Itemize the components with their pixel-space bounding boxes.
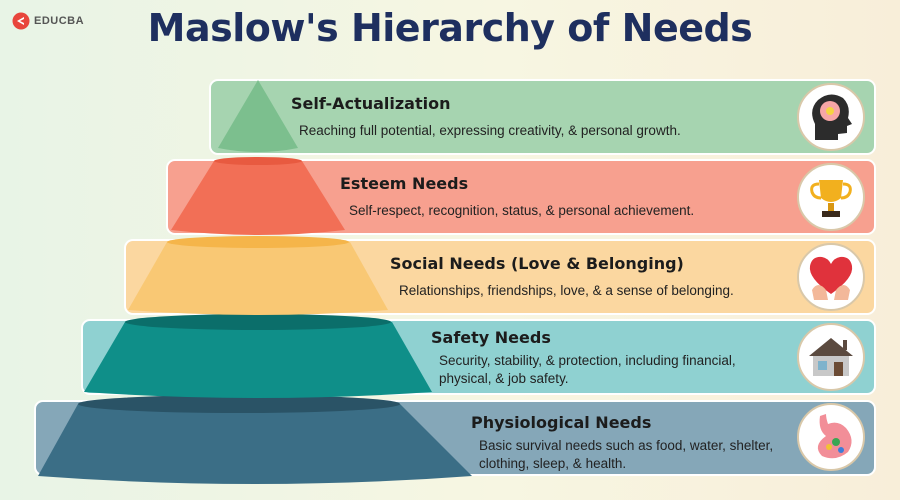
educba-logo-icon (12, 12, 30, 30)
pyramid-level-social (128, 236, 388, 315)
level-desc-physiological: Basic survival needs such as food, water… (479, 438, 774, 471)
logo-text: EDUCBA (34, 15, 85, 27)
pyramid-level-self-actualization (218, 80, 298, 152)
level-desc-self-actualization: Reaching full potential, expressing crea… (299, 123, 681, 138)
pyramid-level-physiological (38, 395, 472, 484)
pyramid-level-esteem (171, 157, 345, 235)
page-title: Maslow's Hierarchy of Needs (147, 6, 753, 50)
brain-lightbulb-icon (797, 83, 865, 151)
level-desc-safety: Security, stability, & protection, inclu… (439, 353, 736, 386)
level-title-safety: Safety Needs (431, 328, 551, 347)
level-title-physiological: Physiological Needs (471, 413, 652, 432)
pyramid-level-safety (84, 314, 432, 398)
level-title-social: Social Needs (Love & Belonging) (390, 254, 684, 273)
stomach-food-icon (797, 403, 865, 471)
heart-hands-icon (797, 243, 865, 311)
house-icon (797, 323, 865, 391)
educba-logo: EDUCBA (12, 12, 84, 30)
level-desc-esteem: Self-respect, recognition, status, & per… (349, 203, 695, 218)
level-title-self-actualization: Self-Actualization (291, 94, 451, 113)
band-esteem (166, 159, 876, 235)
trophy-icon (797, 163, 865, 231)
level-title-esteem: Esteem Needs (340, 174, 469, 193)
band-self-actualization (209, 79, 876, 155)
level-desc-social: Relationships, friendships, love, & a se… (399, 283, 734, 298)
